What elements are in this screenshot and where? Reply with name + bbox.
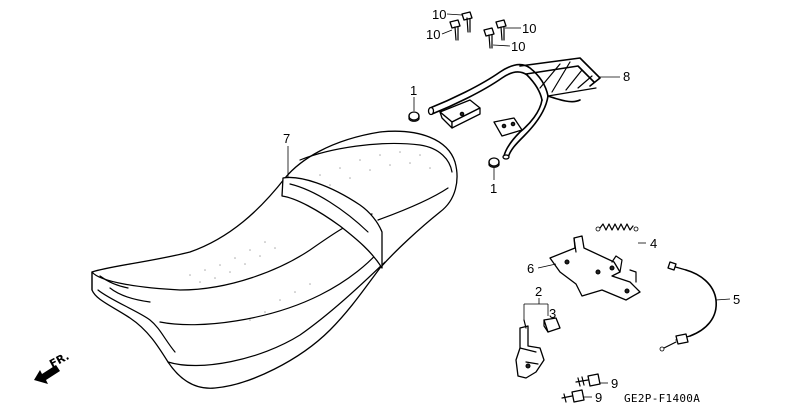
callout-labels: 10 10 10 10 8 1 1 7 4 6 5 2 3 9 9 FR. GE… bbox=[47, 7, 740, 405]
bolts-10 bbox=[449, 11, 507, 49]
label-9-b: 9 bbox=[595, 390, 602, 405]
label-4: 4 bbox=[650, 236, 657, 251]
leader-lines bbox=[287, 13, 731, 398]
label-10-a: 10 bbox=[432, 7, 446, 22]
latch-2 bbox=[515, 319, 545, 379]
screw-9-b bbox=[561, 389, 585, 403]
bolt-10-b bbox=[449, 19, 461, 41]
bolt-10-c bbox=[495, 19, 507, 41]
collar-1-b bbox=[488, 157, 500, 168]
front-direction-label: FR. bbox=[47, 350, 71, 371]
grab-rail bbox=[427, 57, 601, 160]
lock-plate-6 bbox=[549, 235, 641, 301]
label-1-b: 1 bbox=[490, 181, 497, 196]
label-3: 3 bbox=[549, 306, 556, 321]
label-6: 6 bbox=[527, 261, 534, 276]
figure-code: GE2P-F1400A bbox=[624, 392, 700, 405]
label-1-a: 1 bbox=[410, 83, 417, 98]
label-10-b: 10 bbox=[426, 27, 440, 42]
cable-5 bbox=[659, 261, 717, 352]
bolt-10-a bbox=[461, 11, 473, 33]
bolt-10-d bbox=[483, 27, 495, 49]
screw-9-a bbox=[575, 373, 601, 387]
label-7: 7 bbox=[283, 131, 290, 146]
label-8: 8 bbox=[623, 69, 630, 84]
seat bbox=[91, 130, 458, 389]
front-direction-arrow bbox=[34, 365, 60, 384]
plate-3 bbox=[543, 317, 561, 333]
label-9-a: 9 bbox=[611, 376, 618, 391]
label-10-d: 10 bbox=[511, 39, 525, 54]
label-10-c: 10 bbox=[522, 21, 536, 36]
collar-1-a bbox=[408, 111, 420, 122]
spring-4 bbox=[595, 223, 639, 232]
label-2: 2 bbox=[535, 284, 542, 299]
label-5: 5 bbox=[733, 292, 740, 307]
